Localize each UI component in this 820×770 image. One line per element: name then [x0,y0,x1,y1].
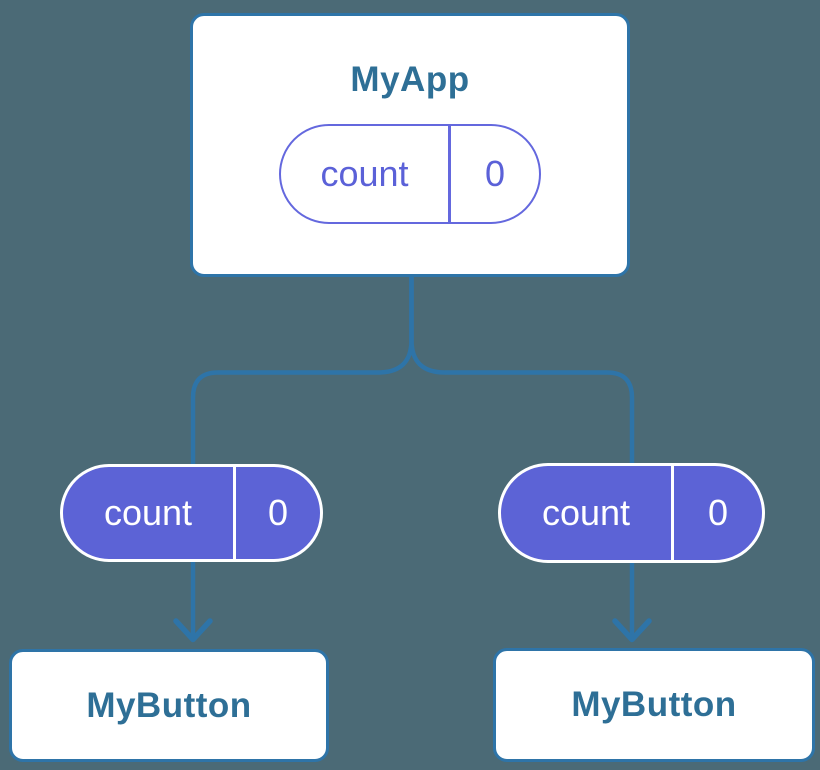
arrow-down-icon [173,618,213,643]
node-myapp: MyApp count 0 [190,13,630,277]
node-title: MyButton [571,685,737,724]
node-title: MyButton [86,685,252,725]
node-mybutton-right: MyButton [493,648,815,762]
prop-pill-right: count 0 [498,463,765,563]
state-name: count [320,153,409,194]
prop-value: 0 [707,492,729,533]
prop-name: count [103,492,193,533]
arrow-down-icon [612,618,652,643]
node-mybutton-left: MyButton [9,649,329,762]
branch-left-line [190,277,414,636]
prop-name: count [541,492,631,533]
pill-divider [233,467,236,559]
prop-pill-left: count 0 [60,464,323,562]
state-pill-myapp: count 0 [279,124,541,224]
pill-divider [671,466,674,560]
prop-value: 0 [267,492,289,533]
pill-divider [448,126,451,222]
node-title: MyApp [350,60,470,99]
branch-right-line [409,277,635,636]
state-value: 0 [484,153,506,194]
